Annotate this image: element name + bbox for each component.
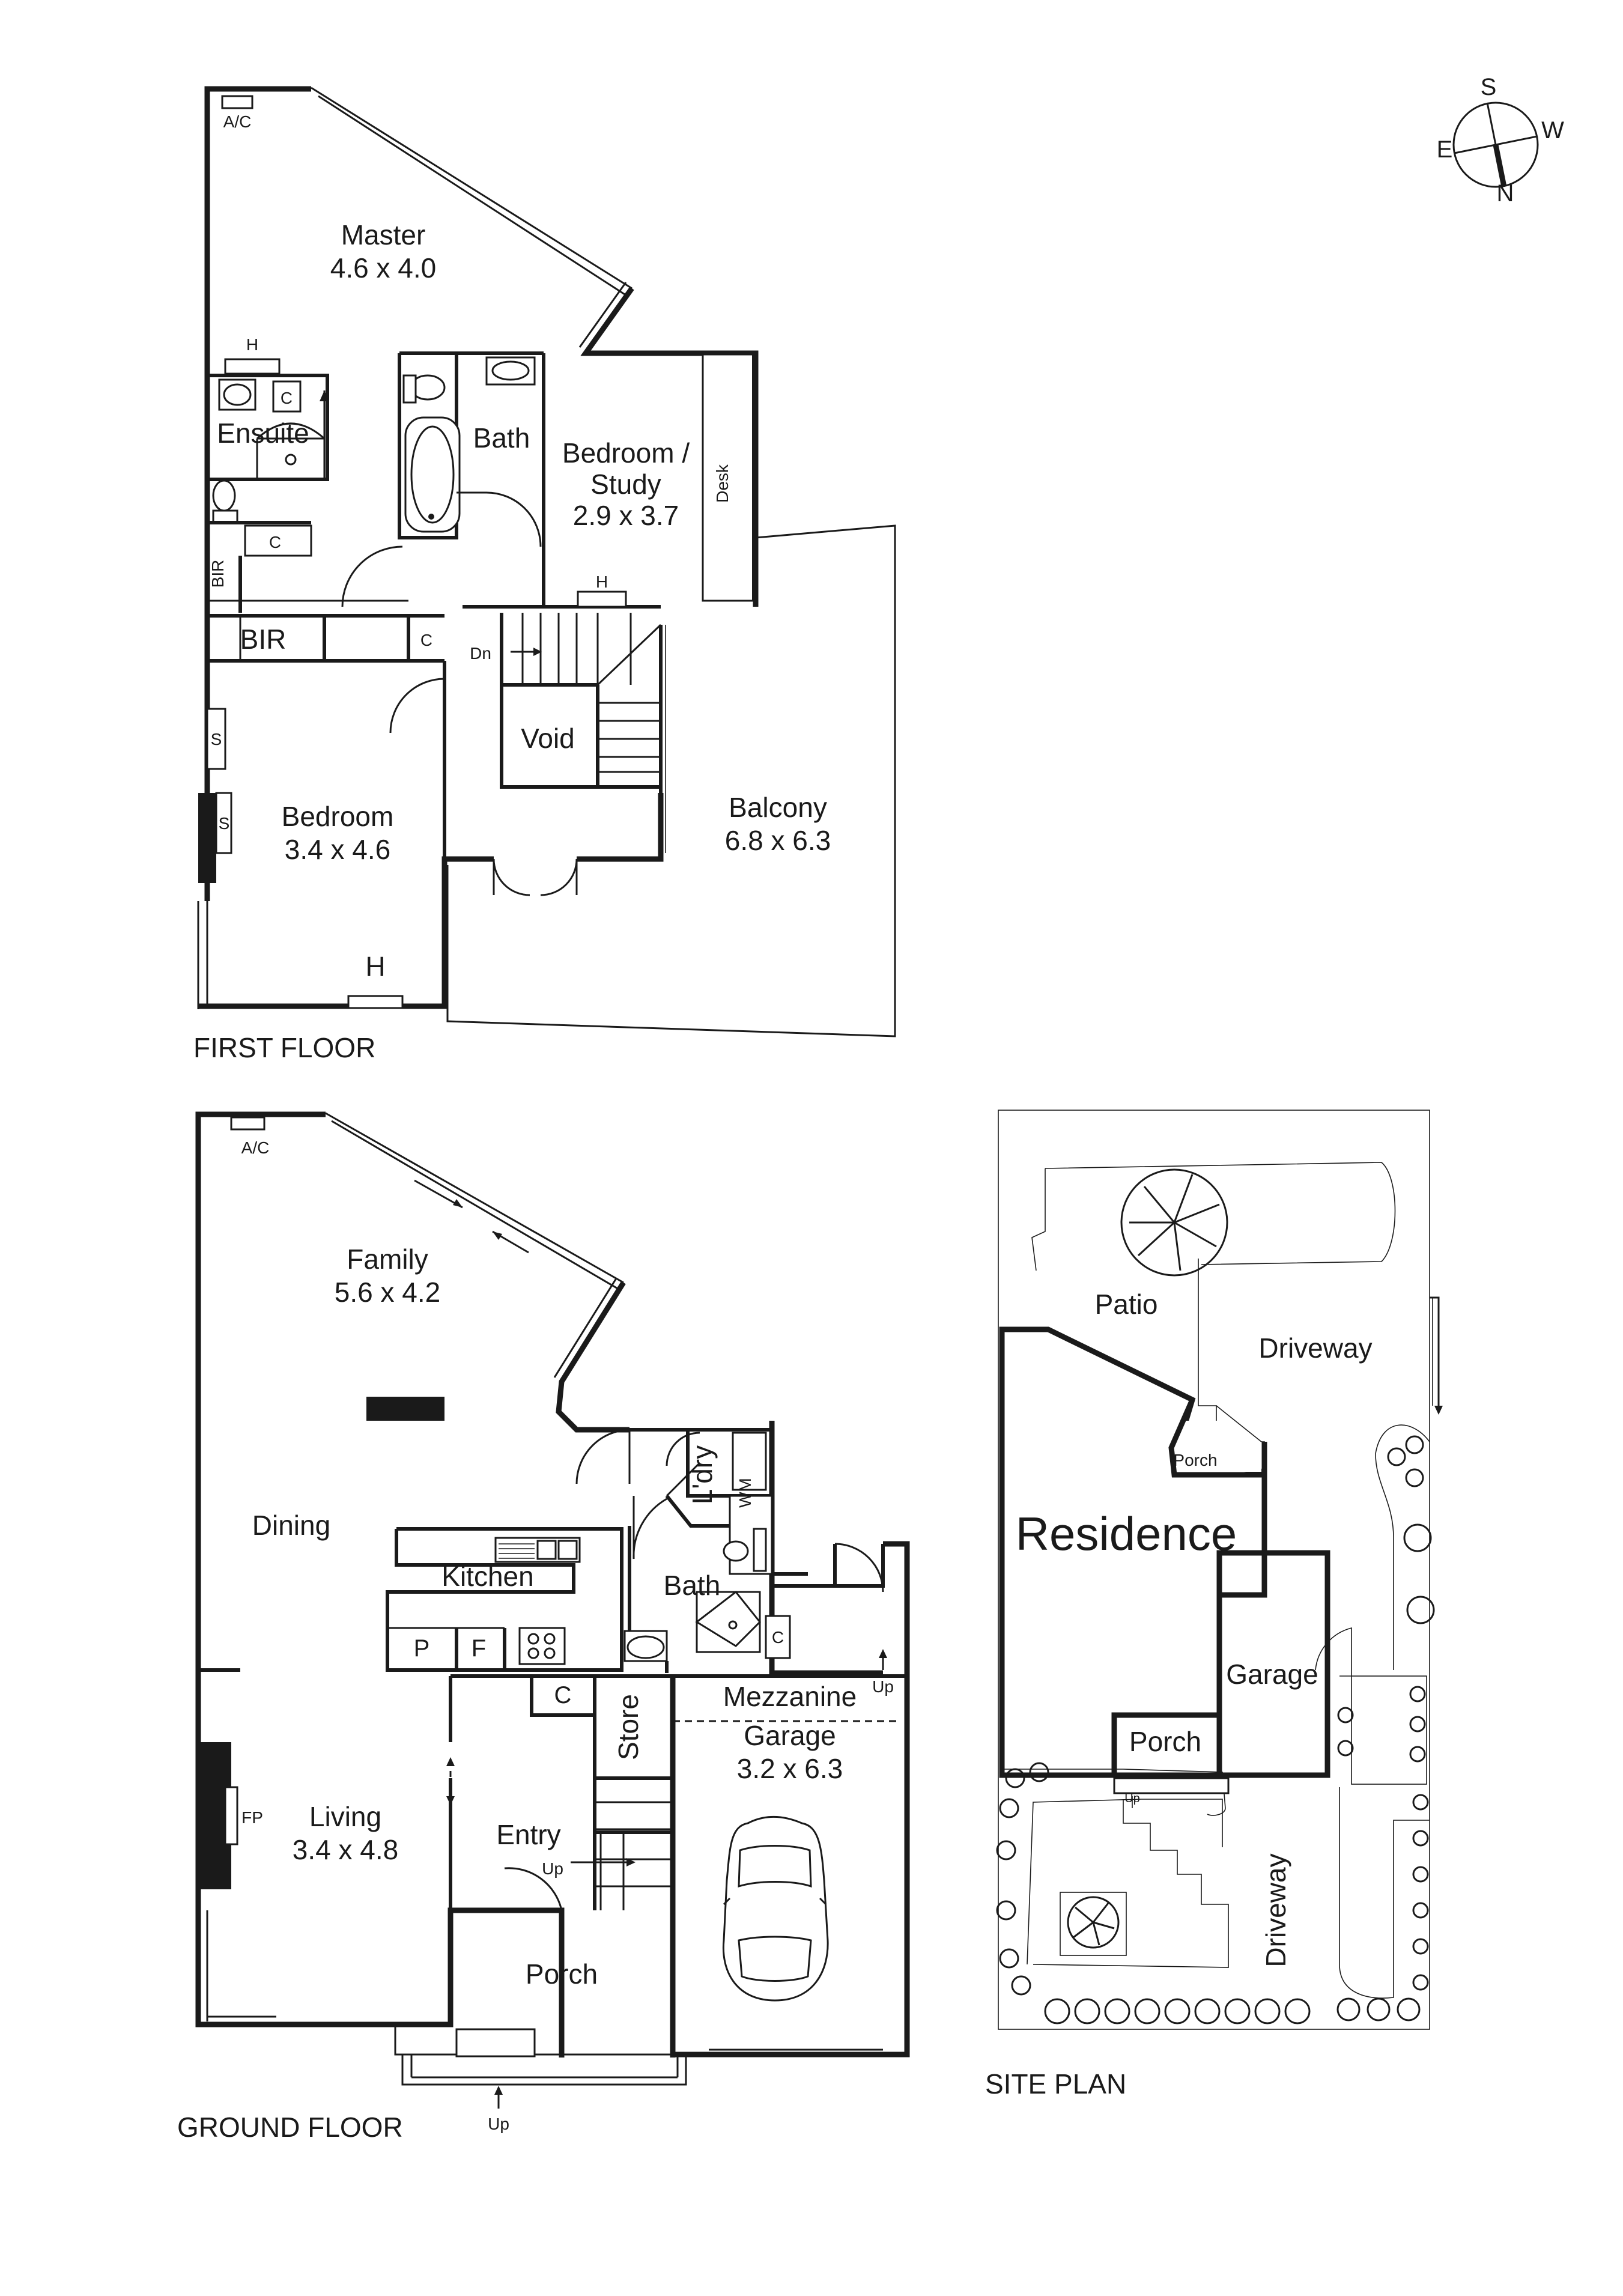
ff-bedroom-study-line1: Bedroom / bbox=[562, 437, 690, 469]
gf-fireplace-label: FP bbox=[241, 1808, 263, 1827]
ff-shelf-lower-label: S bbox=[219, 814, 230, 833]
ff-bedroom-study-dims: 2.9 x 3.7 bbox=[573, 500, 679, 531]
gf-fridge-label: F bbox=[472, 1635, 486, 1662]
compass-s-label: S bbox=[1481, 74, 1497, 100]
gf-garage-name: Garage bbox=[744, 1720, 836, 1751]
ff-void-label: Void bbox=[521, 723, 575, 754]
compass-w-label: W bbox=[1541, 117, 1564, 144]
ff-master-heater-label: H bbox=[246, 335, 258, 354]
site-driveway-top-label: Driveway bbox=[1258, 1332, 1372, 1364]
site-patio-label: Patio bbox=[1095, 1289, 1158, 1320]
gf-family-dims: 5.6 x 4.2 bbox=[335, 1277, 440, 1308]
gf-porch-label: Porch bbox=[526, 1958, 598, 1990]
ground-floor-plan: A/C Family 5.6 x 4.2 L'dry WM Dining Kit… bbox=[177, 1111, 910, 2143]
compass-rose: S W E N bbox=[1437, 74, 1564, 207]
ff-bir-label: BIR bbox=[240, 624, 287, 655]
gf-living-dims: 3.4 x 4.8 bbox=[293, 1834, 398, 1865]
site-garage-label: Garage bbox=[1226, 1659, 1318, 1690]
ff-shelf-upper-label: S bbox=[211, 730, 222, 749]
gf-laundry-label: L'dry bbox=[687, 1445, 718, 1504]
site-residence-label: Residence bbox=[1016, 1507, 1237, 1560]
ff-bedroom-name: Bedroom bbox=[282, 801, 394, 832]
site-plan: Patio Driveway Porch Residence Garage Po… bbox=[985, 1110, 1443, 2100]
ff-ensuite-cupboard-label: C bbox=[281, 389, 293, 407]
ff-bir-cupboard-label: C bbox=[420, 631, 432, 649]
gf-pantry-label: P bbox=[414, 1635, 430, 1662]
gf-store-label: Store bbox=[613, 1694, 644, 1760]
ff-master-dims: 4.6 x 4.0 bbox=[330, 252, 436, 284]
gf-bath-label: Bath bbox=[664, 1570, 721, 1601]
compass-e-label: E bbox=[1437, 136, 1453, 163]
site-porch-label: Porch bbox=[1129, 1726, 1201, 1757]
ground-floor-title: GROUND FLOOR bbox=[177, 2112, 403, 2143]
gf-ac-label: A/C bbox=[241, 1138, 270, 1157]
site-porch-small-label: Porch bbox=[1173, 1451, 1217, 1469]
ff-bedroom-study-line2: Study bbox=[590, 469, 661, 500]
gf-entry-label: Entry bbox=[496, 1819, 560, 1850]
ff-ac-label: A/C bbox=[223, 112, 252, 131]
compass-n-label: N bbox=[1497, 180, 1514, 207]
ff-bir-vertical-label: BIR bbox=[208, 560, 227, 588]
gf-washing-machine-label: WM bbox=[736, 1478, 754, 1508]
ff-ensuite-label: Ensuite bbox=[217, 418, 309, 449]
gf-garage-dims: 3.2 x 6.3 bbox=[737, 1753, 843, 1784]
site-up-label: Up bbox=[1124, 1792, 1140, 1805]
ff-hall-cupboard-label: C bbox=[269, 533, 281, 551]
gf-mezzanine-up-label: Up bbox=[872, 1677, 894, 1696]
ff-master-name: Master bbox=[341, 219, 426, 251]
gf-store-cupboard-label: C bbox=[554, 1682, 572, 1708]
gf-entry-up-label: Up bbox=[542, 1859, 563, 1878]
gf-family-name: Family bbox=[347, 1244, 428, 1275]
ff-bath-label: Bath bbox=[473, 422, 530, 454]
site-driveway-bottom-label: Driveway bbox=[1260, 1853, 1291, 1967]
shrub-icons bbox=[996, 1435, 1435, 2024]
ff-bedroom-heater-label: H bbox=[365, 951, 385, 982]
site-plan-title: SITE PLAN bbox=[985, 2068, 1126, 2100]
gf-bath-cupboard-label: C bbox=[772, 1628, 784, 1647]
gf-kitchen-label: Kitchen bbox=[441, 1561, 533, 1592]
ff-study-heater-label: H bbox=[596, 572, 608, 591]
ff-bedroom-dims: 3.4 x 4.6 bbox=[285, 834, 390, 865]
gf-dining-label: Dining bbox=[252, 1510, 330, 1541]
gf-front-up-label: Up bbox=[488, 2115, 509, 2133]
gf-living-name: Living bbox=[309, 1801, 381, 1832]
ff-desk-label: Desk bbox=[713, 464, 732, 503]
ff-balcony-dims: 6.8 x 6.3 bbox=[725, 825, 831, 856]
first-floor-plan: A/C Master 4.6 x 4.0 H Ensuite C C C BIR… bbox=[193, 86, 896, 1063]
first-floor-title: FIRST FLOOR bbox=[193, 1032, 375, 1063]
ff-stairs-down-label: Dn bbox=[470, 644, 491, 663]
gf-mezzanine-label: Mezzanine bbox=[723, 1681, 857, 1712]
small-tree-icon bbox=[1067, 1896, 1120, 1949]
ff-balcony-name: Balcony bbox=[729, 792, 827, 823]
large-tree-icon bbox=[1120, 1168, 1228, 1277]
